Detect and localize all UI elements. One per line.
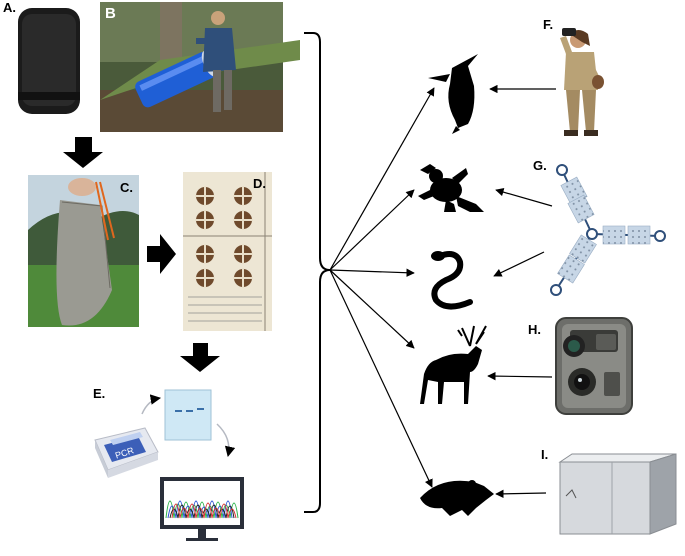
panel-h-camera-trap — [555, 317, 633, 415]
arrow-c-to-d — [147, 234, 176, 274]
panel-f-observer — [560, 28, 604, 136]
central-bracket — [304, 32, 331, 513]
fan-arrows — [329, 87, 435, 488]
panel-f-label: F. — [543, 17, 554, 32]
panel-b-label: B — [105, 5, 116, 22]
panel-a-label: A. — [3, 0, 16, 15]
panel-c-mesh-bag-photo — [28, 175, 139, 327]
panel-g-sticky-trap — [550, 164, 666, 296]
frog-icon — [418, 164, 484, 212]
bird-icon — [428, 54, 478, 134]
pcr-machine-icon — [94, 427, 159, 478]
panel-i-label: I. — [541, 447, 549, 462]
arrow-d-to-e — [180, 343, 220, 372]
panel-e-lab-workflow — [94, 389, 244, 541]
snake-icon — [431, 251, 473, 310]
gel-icon — [164, 389, 212, 441]
panel-h-label: H. — [528, 322, 541, 337]
tool-arrows — [487, 84, 556, 499]
rodent-icon — [420, 480, 494, 516]
panel-d-label: D. — [253, 176, 266, 191]
panel-i-box-trap — [558, 453, 677, 535]
panel-d-sample-sheet — [183, 172, 272, 331]
panel-a-black-bag — [18, 8, 80, 114]
panel-e-label: E. — [93, 386, 106, 401]
panel-g-label: G. — [533, 158, 547, 173]
arrow-a-to-c — [63, 137, 103, 168]
panel-b-field-photo — [100, 2, 300, 132]
monitor-icon — [160, 477, 244, 541]
panel-c-label: C. — [120, 180, 133, 195]
deer-icon — [420, 325, 487, 404]
